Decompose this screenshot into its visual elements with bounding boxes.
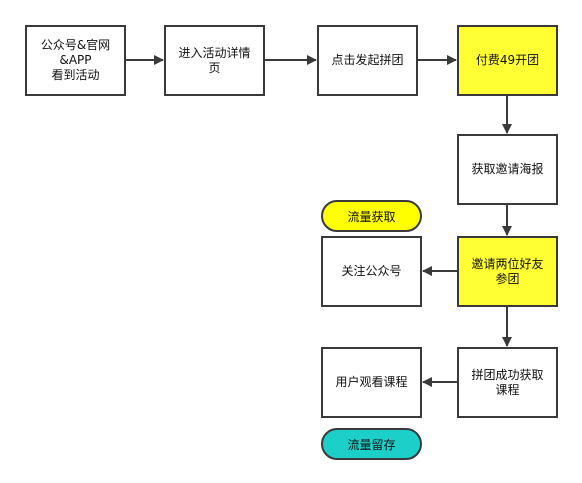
node-pay-to-open-group: 付费49开团 [457, 25, 558, 96]
node-group-success-get-course: 拼团成功获取 课程 [457, 347, 558, 418]
node-start-group-buy: 点击发起拼团 [317, 25, 418, 96]
node-see-activity: 公众号&官网 &APP 看到活动 [25, 25, 126, 96]
node-enter-detail-page: 进入活动详情 页 [164, 25, 265, 96]
node-invite-two-friends: 邀请两位好友 参团 [457, 236, 558, 307]
node-user-watch-course: 用户观看课程 [321, 347, 422, 418]
label-traffic-acquisition: 流量获取 [321, 200, 422, 232]
node-get-invite-poster: 获取邀请海报 [457, 134, 558, 205]
node-follow-official-account: 关注公众号 [321, 236, 422, 307]
label-traffic-retention: 流量留存 [321, 428, 422, 460]
